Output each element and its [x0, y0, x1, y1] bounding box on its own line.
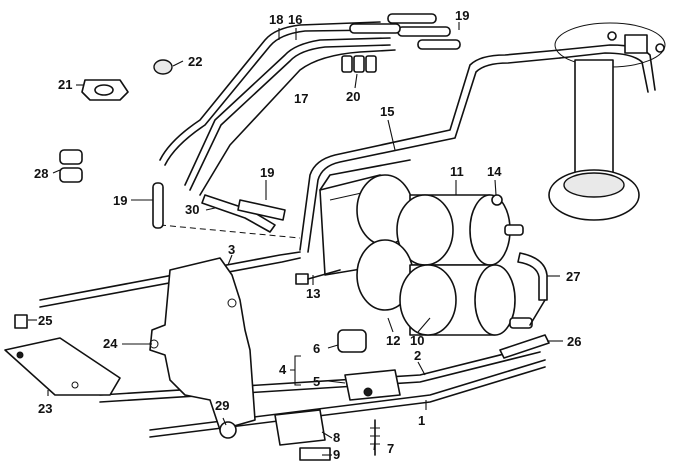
callout-29: 29 — [215, 398, 229, 413]
callout-12: 12 — [386, 333, 400, 348]
callout-8: 8 — [333, 430, 340, 445]
callout-21: 21 — [58, 77, 72, 92]
callout-20: 20 — [346, 89, 360, 104]
hose-pieces-19 — [349, 13, 461, 50]
callout-2: 2 — [414, 348, 421, 363]
callout-13: 13 — [306, 286, 320, 301]
screw-7 — [370, 419, 380, 456]
fuel-line-15 — [299, 44, 656, 253]
callout-9: 9 — [333, 447, 340, 461]
clamp-22 — [153, 59, 173, 75]
nut-25 — [14, 314, 28, 329]
callout-15: 15 — [380, 104, 394, 119]
callout-19-top: 19 — [455, 8, 469, 23]
clip-28 — [59, 149, 83, 183]
callout-19-left: 19 — [113, 193, 127, 208]
upper-fuel-lines-16-18 — [159, 21, 396, 196]
leader-lines — [28, 22, 563, 456]
callout-30: 30 — [185, 202, 199, 217]
hose-19-left — [152, 182, 164, 229]
hose-26 — [499, 299, 550, 359]
callout-23: 23 — [38, 401, 52, 416]
grommet-6 — [337, 329, 367, 353]
nut-14 — [491, 194, 503, 206]
callout-7: 7 — [387, 441, 394, 456]
fuel-pump-11 — [356, 174, 524, 266]
mounting-plate-23 — [4, 337, 121, 396]
tank-sending-unit — [548, 22, 666, 221]
callout-5: 5 — [313, 374, 320, 389]
callout-24: 24 — [103, 336, 118, 351]
nut-9 — [299, 447, 331, 461]
clamp-block-5 — [344, 369, 401, 401]
callout-1: 1 — [418, 413, 425, 428]
callout-27: 27 — [566, 269, 580, 284]
callout-28: 28 — [34, 166, 48, 181]
callout-18: 18 — [269, 12, 283, 27]
callout-14: 14 — [487, 164, 502, 179]
callout-19-mid: 19 — [260, 165, 274, 180]
clip-20 — [341, 55, 377, 73]
callout-22: 22 — [188, 54, 202, 69]
hose-19-mid — [237, 199, 286, 221]
callout-labels: 1 2 3 4 5 6 7 8 9 10 11 12 13 14 15 16 1… — [34, 8, 581, 461]
callout-11: 11 — [450, 164, 464, 179]
callout-25: 25 — [38, 313, 52, 328]
bolt-13 — [295, 269, 341, 285]
clip-21 — [81, 79, 129, 101]
clamp-8 — [274, 409, 326, 446]
callout-10: 10 — [410, 333, 424, 348]
hose-27 — [517, 252, 548, 301]
callout-16: 16 — [288, 12, 302, 27]
washer-29 — [219, 421, 237, 439]
callout-3: 3 — [228, 242, 235, 257]
callout-4: 4 — [279, 362, 287, 377]
callout-6: 6 — [313, 341, 320, 356]
fuel-filter-10 — [356, 239, 533, 336]
callout-17: 17 — [294, 91, 308, 106]
callout-26: 26 — [567, 334, 581, 349]
